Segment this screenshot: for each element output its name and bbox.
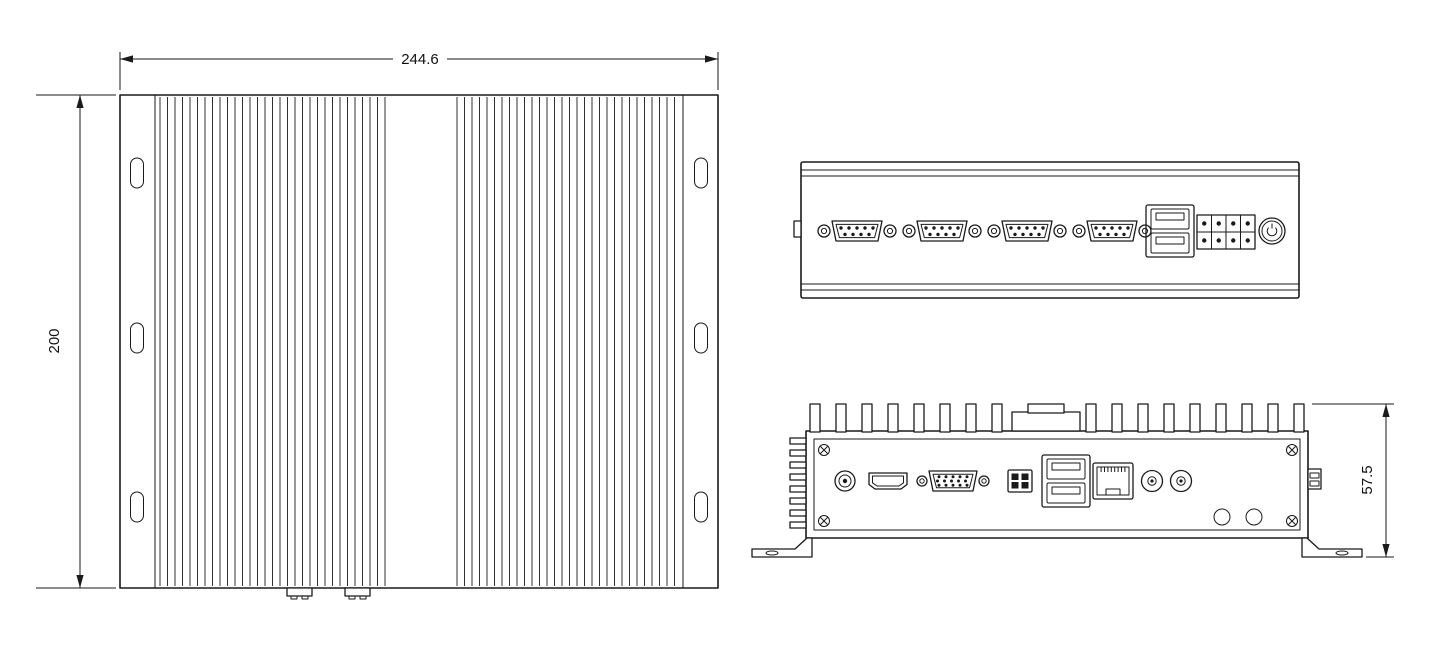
dim-side-height-label: 57.5	[1359, 465, 1376, 494]
mounting-slots	[130, 157, 708, 523]
bottom-tab	[286, 587, 313, 597]
dim-width: 244.6	[119, 51, 719, 90]
front-view	[793, 161, 1300, 299]
din-clip-tab	[1027, 403, 1065, 414]
top-view-fins-right	[456, 97, 675, 586]
rear-dual-usb-port	[1041, 454, 1091, 508]
db9-serial-port-3	[987, 220, 1067, 242]
tab-foot	[290, 595, 298, 600]
dim-width-label: 244.6	[401, 51, 439, 68]
rear-view: 57.5	[751, 403, 1394, 558]
left-foot	[751, 537, 813, 558]
arrowhead	[76, 575, 84, 588]
rear-heatsink-fins	[809, 403, 1305, 433]
right-side-tab	[1307, 468, 1322, 490]
panel-screw	[818, 515, 830, 527]
db9-serial-port-1	[817, 220, 897, 242]
top-view: 244.6 200	[36, 51, 719, 600]
din-clip-base	[1011, 411, 1081, 432]
mounting-slot	[694, 322, 708, 354]
rear-panel-inset	[813, 438, 1301, 531]
bottom-tabs	[286, 587, 371, 600]
power-button	[1258, 217, 1286, 245]
audio-jack-1	[1140, 469, 1164, 493]
ethernet-port	[1092, 462, 1134, 500]
foot-slot	[765, 550, 779, 556]
audio-jack-2	[1169, 469, 1193, 493]
arrowhead	[76, 95, 84, 108]
mounting-slot	[130, 157, 144, 189]
arrowhead	[120, 55, 133, 63]
tab-foot	[359, 595, 367, 600]
mounting-feet	[751, 537, 1363, 558]
mounting-slot	[694, 491, 708, 523]
front-dual-usb-port	[1145, 204, 1195, 258]
mounting-slot	[130, 322, 144, 354]
vga-port	[916, 470, 990, 492]
dim-height-label: 200	[46, 328, 63, 353]
top-view-outline	[119, 94, 719, 589]
panel-screw	[1286, 444, 1298, 456]
antenna-hole	[1245, 508, 1263, 526]
foot-slot	[1335, 550, 1349, 556]
rear-view-outline	[805, 430, 1309, 539]
dim-height: 200	[36, 94, 116, 589]
hdmi-port	[868, 472, 908, 490]
mounting-slot	[130, 491, 144, 523]
arrowhead	[1382, 404, 1390, 417]
antenna-hole	[1213, 508, 1231, 526]
arrowhead	[705, 55, 718, 63]
dc-power-jack	[834, 470, 856, 492]
db9-serial-port-4	[1072, 220, 1152, 242]
bottom-tab	[344, 587, 371, 597]
tab-foot	[301, 595, 309, 600]
arrowhead	[1382, 544, 1390, 557]
panel-screw	[818, 444, 830, 456]
rear-left-fins	[789, 437, 807, 529]
panel-screw	[1286, 515, 1298, 527]
power-terminal-connector	[1007, 469, 1033, 493]
db9-serial-port-2	[902, 220, 982, 242]
dim-side-height: 57.5	[1312, 403, 1394, 558]
terminal-block	[1196, 214, 1256, 250]
side-tab	[793, 220, 802, 238]
mounting-slot	[694, 157, 708, 189]
right-foot	[1301, 537, 1363, 558]
tab-foot	[348, 595, 356, 600]
top-view-fins-left	[159, 97, 386, 586]
